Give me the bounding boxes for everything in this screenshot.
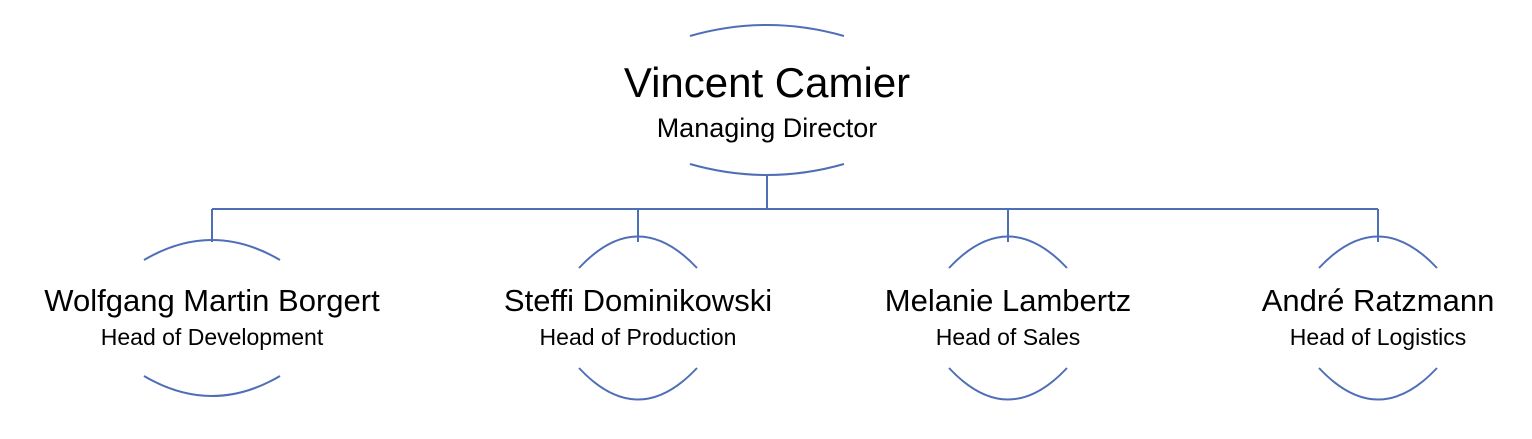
root-top-arc [689, 24, 845, 37]
child-1-top-arc [143, 239, 281, 261]
child-2-title: Head of Production [540, 324, 737, 350]
root-bottom-arc [689, 163, 845, 176]
child-4-bottom-arc [1318, 367, 1438, 401]
child-4-name: André Ratzmann [1262, 283, 1495, 318]
child-node-development: Wolfgang Martin Borgert Head of Developm… [44, 239, 380, 397]
child-2-name: Steffi Dominikowski [504, 283, 772, 318]
root-node: Vincent Camier Managing Director [624, 24, 910, 176]
child-node-sales: Melanie Lambertz Head of Sales [885, 235, 1131, 401]
connectors [211, 176, 1379, 242]
root-title: Managing Director [657, 113, 878, 143]
root-name: Vincent Camier [624, 59, 910, 106]
child-1-bottom-arc [143, 375, 281, 397]
child-1-title: Head of Development [101, 324, 324, 350]
child-4-top-arc [1318, 235, 1438, 269]
child-2-bottom-arc [578, 367, 698, 401]
child-4-title: Head of Logistics [1290, 324, 1466, 350]
child-3-name: Melanie Lambertz [885, 283, 1131, 318]
child-node-logistics: André Ratzmann Head of Logistics [1262, 235, 1495, 401]
child-3-top-arc [948, 235, 1068, 269]
child-node-production: Steffi Dominikowski Head of Production [504, 235, 772, 401]
child-2-top-arc [578, 235, 698, 269]
child-1-name: Wolfgang Martin Borgert [44, 283, 380, 318]
child-3-bottom-arc [948, 367, 1068, 401]
child-3-title: Head of Sales [936, 324, 1080, 350]
